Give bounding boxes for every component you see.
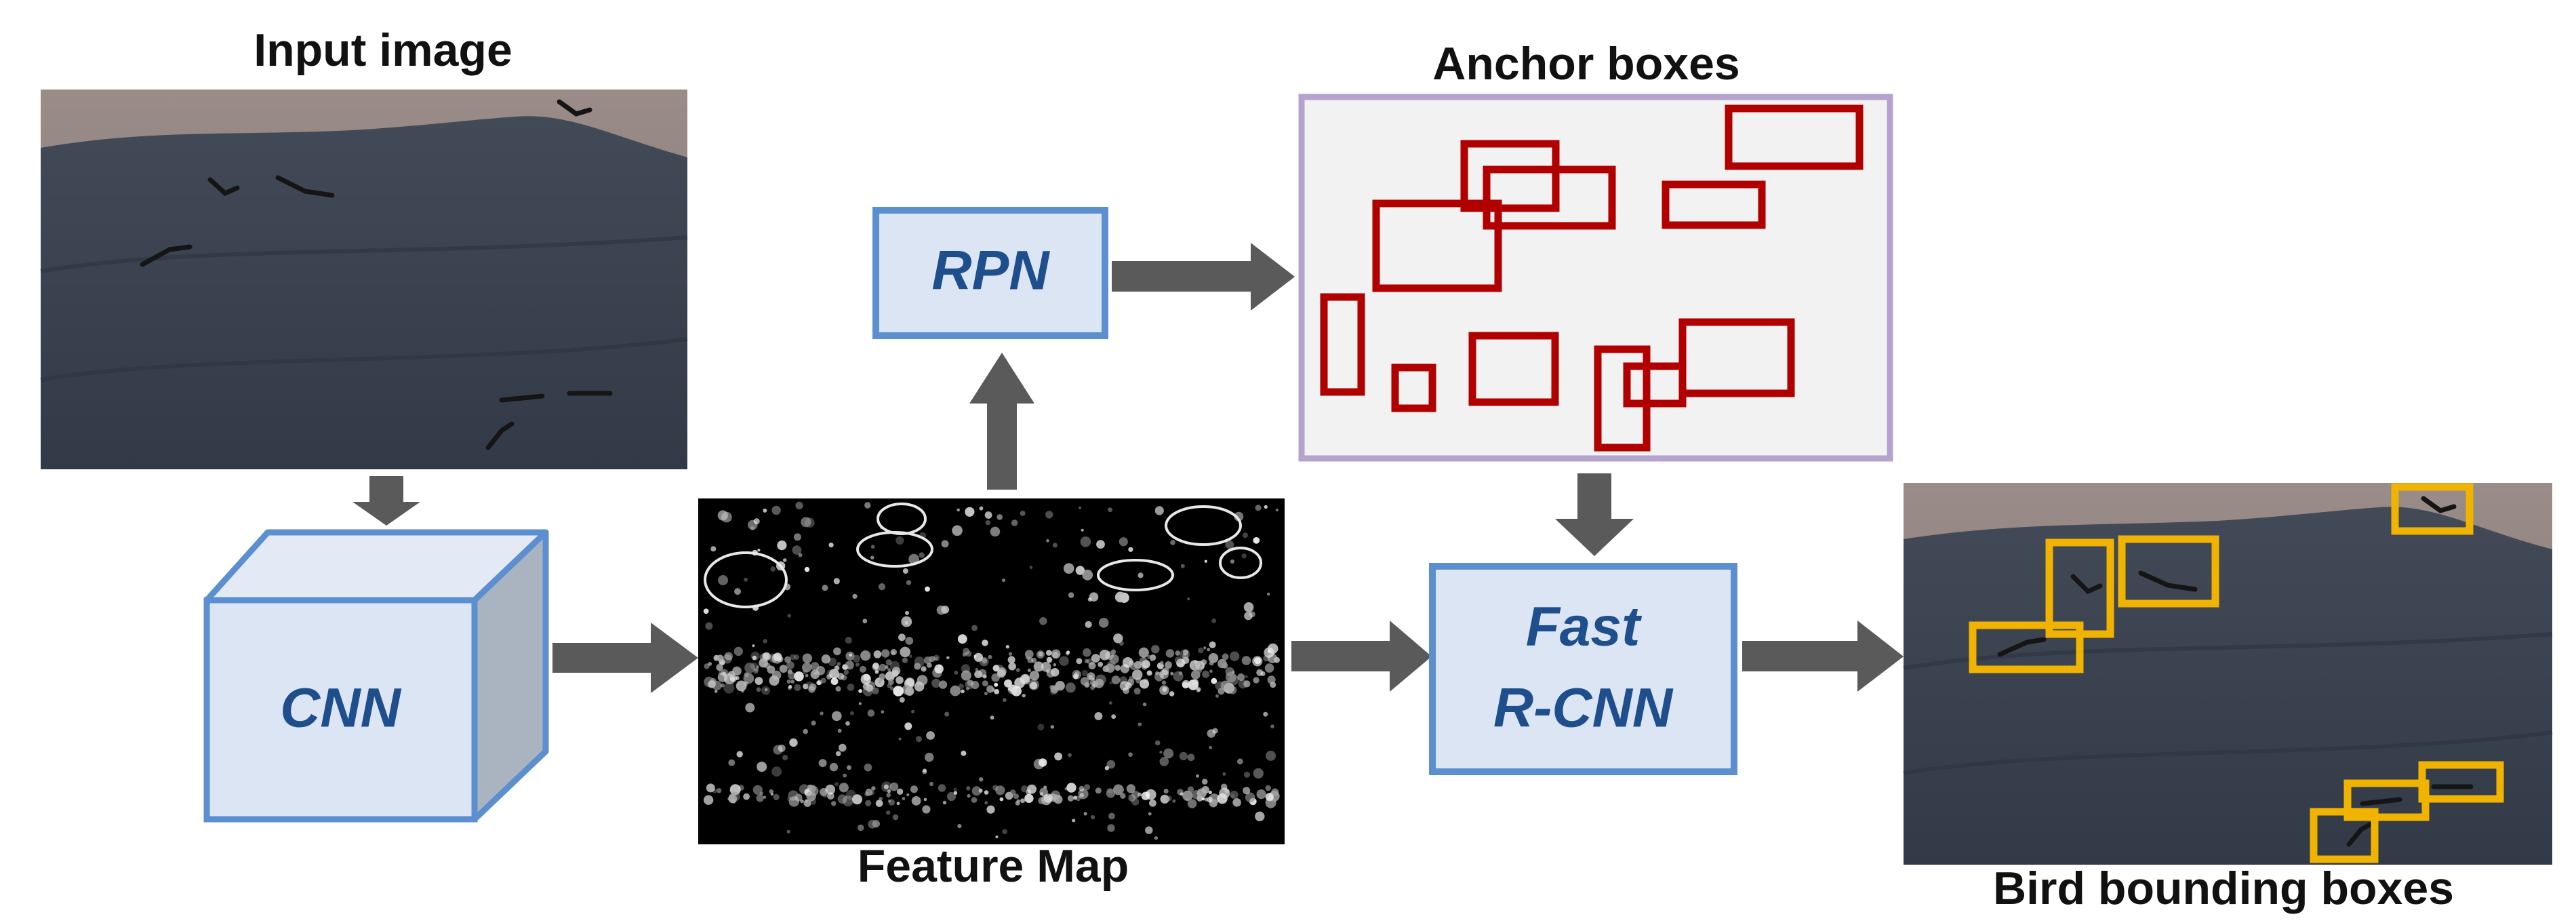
detection-box (1969, 621, 2084, 673)
bird-bounding-boxes-label: Bird bounding boxes (1993, 863, 2454, 914)
cnn-label: CNN (280, 677, 401, 739)
arrow-feature-map-to-rpn (969, 353, 1034, 490)
anchor-box (1483, 165, 1616, 230)
cnn-block: CNN (203, 529, 549, 823)
detection-box (2310, 808, 2379, 863)
rpn-block: RPN (872, 207, 1108, 339)
arrow-rpn-to-anchor-boxes (1112, 243, 1295, 311)
bird-silhouettes (140, 99, 613, 450)
arrow-cnn-to-feature-map (552, 623, 698, 693)
anchor-box (1372, 199, 1502, 292)
detection-box (2391, 483, 2474, 535)
anchor-boxes-label: Anchor boxes (1432, 38, 1739, 90)
detection-boxes (1969, 483, 2504, 863)
detection-box (2418, 761, 2504, 803)
anchor-box (1468, 332, 1559, 406)
fast-rcnn-label-line1: Fast (1526, 596, 1643, 658)
arrow-anchor-to-fast-rcnn (1555, 473, 1634, 556)
input-image (40, 90, 688, 469)
arrow-feature-map-to-fast-rcnn (1291, 621, 1432, 692)
feature-map-label: Feature Map (858, 840, 1129, 892)
detection-box (2118, 535, 2219, 608)
fast-rcnn-label-line2: R-CNN (1493, 677, 1674, 739)
anchor-box (1725, 104, 1864, 170)
anchor-box (1391, 364, 1436, 412)
anchor-box (1460, 140, 1560, 212)
rpn-label: RPN (931, 240, 1050, 302)
feature-map (698, 498, 1285, 844)
anchor-box (1662, 180, 1766, 229)
anchor-box (1594, 345, 1651, 452)
anchor-boxes-panel (1298, 94, 1893, 462)
input-image-label: Input image (254, 24, 512, 76)
anchor-box (1678, 318, 1795, 397)
fast-rcnn-block: Fast R-CNN (1429, 563, 1737, 775)
arrow-fast-rcnn-to-output (1742, 621, 1904, 692)
feature-map-activations (703, 501, 1280, 840)
anchor-box (1320, 293, 1365, 396)
output-image (1903, 483, 2553, 865)
arrow-input-to-cnn (353, 476, 420, 526)
